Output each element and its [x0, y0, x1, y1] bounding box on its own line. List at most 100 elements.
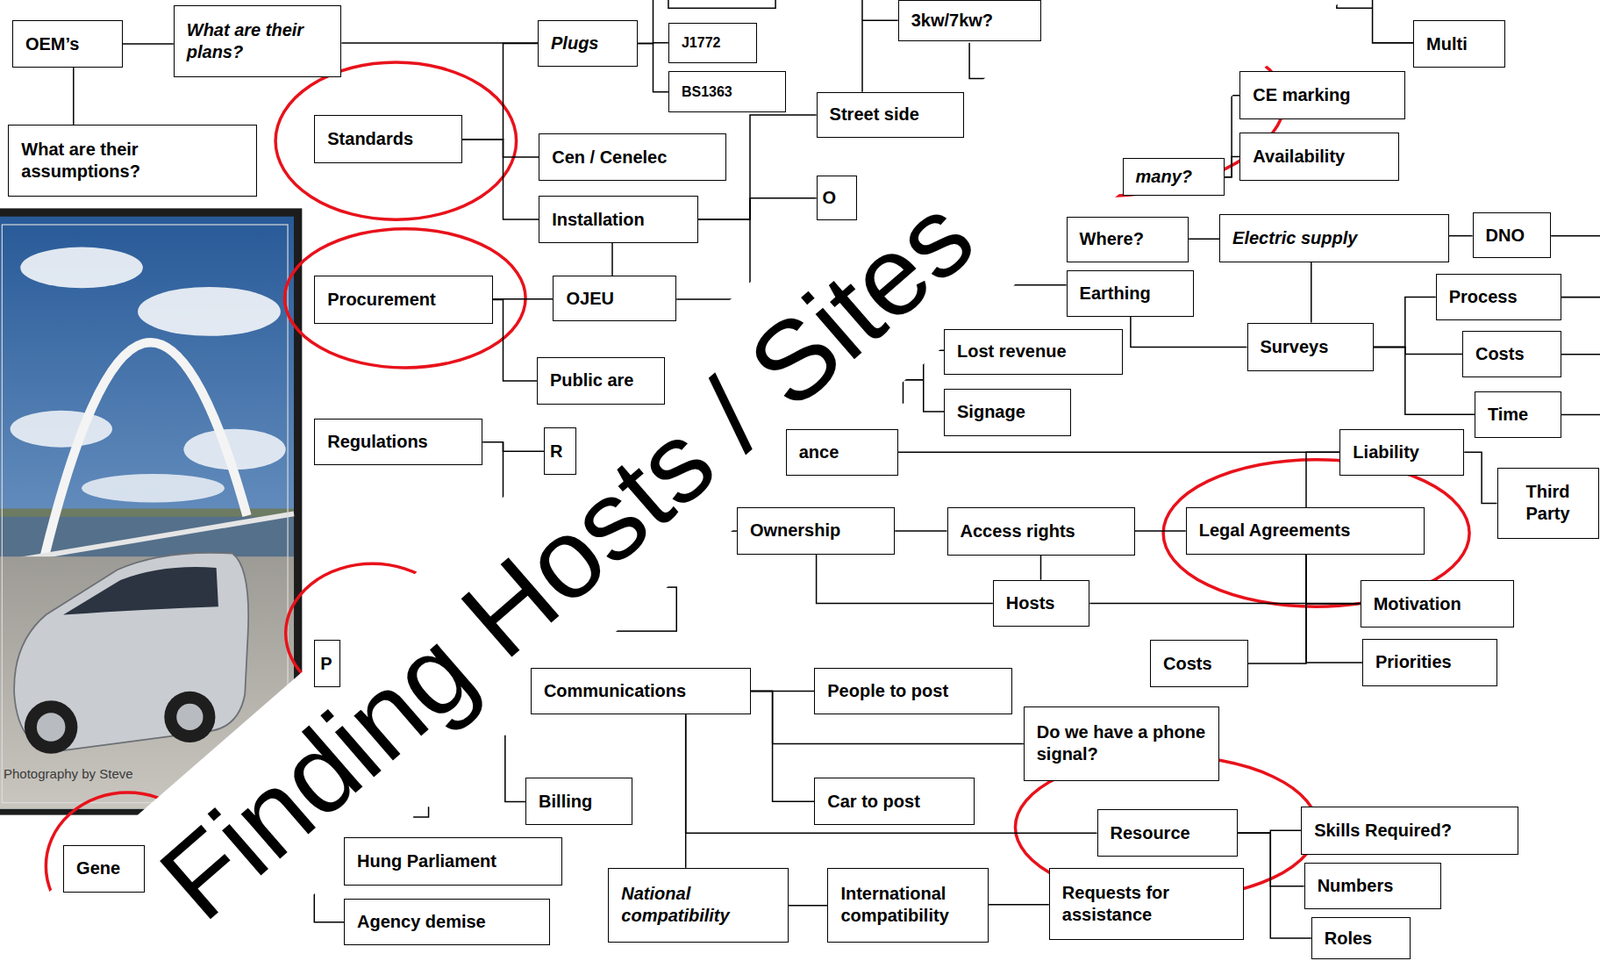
topic-text: Car to post	[827, 790, 921, 813]
connector	[637, 42, 669, 92]
connector	[788, 904, 829, 907]
topic-box: Procurement	[314, 275, 493, 324]
topic-box: Legal Agreements	[1185, 507, 1425, 555]
topic-text: 3kw/7kw?	[911, 9, 993, 32]
connector	[1248, 554, 1307, 665]
connector	[685, 714, 687, 868]
topic-text: Agency demise	[357, 910, 486, 933]
topic-box: Do we have a phone signal?	[1023, 706, 1220, 781]
topic-text: Legal Agreements	[1199, 519, 1351, 542]
topic-text: Requests for assistance	[1062, 881, 1231, 926]
connector	[1040, 555, 1043, 580]
topic-box: Communications	[530, 667, 751, 715]
topic-box: Plugs	[537, 20, 638, 66]
stub-line	[505, 735, 526, 802]
bridge-deck	[20, 513, 294, 559]
cloud	[20, 247, 143, 289]
topic-box: What are their plans?	[173, 5, 343, 79]
topic-box: Third Party	[1497, 467, 1600, 539]
car-wheel	[164, 691, 215, 743]
topic-box: Skills Required?	[1300, 806, 1519, 855]
topic-text: OEM’s	[25, 33, 80, 56]
topic-text: What are their plans?	[186, 19, 329, 64]
topic-box: O	[816, 175, 858, 221]
topic-box: OJEU	[552, 275, 677, 322]
topic-box: Public are	[536, 357, 666, 405]
topic-text: Street side	[829, 103, 920, 126]
connector	[611, 242, 614, 276]
topic-box: People to post	[814, 667, 1013, 715]
topic-text: Costs	[1163, 652, 1213, 675]
topic-box: DNO	[1472, 212, 1552, 258]
connector	[1224, 157, 1241, 178]
topic-box: International compatibility	[827, 867, 988, 943]
connector	[898, 451, 1341, 454]
topic-box: Earthing	[1066, 270, 1194, 316]
topic-text: Roles	[1324, 927, 1372, 950]
topic-text: Installation	[551, 208, 645, 231]
connector	[1224, 95, 1241, 178]
cloud	[81, 473, 225, 503]
topic-box: Priorities	[1362, 638, 1498, 686]
connector	[1449, 235, 1473, 237]
topic-text: OJEU	[565, 287, 614, 310]
topic-text: Public are	[550, 369, 635, 392]
topic-text: many?	[1135, 165, 1193, 188]
topic-text: Cen / Cenelec	[551, 146, 667, 169]
topic-text: Plugs	[550, 32, 599, 55]
topic-text: Time	[1487, 403, 1529, 426]
topic-text: Access rights	[960, 520, 1076, 543]
connector	[482, 442, 544, 452]
car-hub	[36, 712, 66, 742]
connector	[1306, 451, 1340, 508]
car-body	[14, 552, 249, 750]
stub-line	[413, 806, 429, 817]
topic-box: Roles	[1311, 916, 1411, 960]
connector	[462, 139, 539, 220]
topic-box: Time	[1474, 391, 1562, 439]
topic-text: Gene	[76, 857, 121, 879]
topic-box: Costs	[1150, 639, 1249, 687]
topic-text: International compatibility	[840, 882, 975, 927]
topic-box: Street side	[816, 92, 965, 138]
topic-text: Process	[1449, 285, 1518, 308]
topic-text: Availability	[1252, 145, 1345, 168]
topic-box: Costs	[1462, 330, 1562, 379]
connector	[1373, 297, 1436, 348]
topic-text: P	[320, 652, 332, 675]
topic-text: J1772	[681, 34, 722, 52]
topic-box: Availability	[1239, 132, 1399, 181]
topic-box: Lost revenue	[943, 328, 1123, 375]
topic-box: Process	[1435, 273, 1562, 322]
connector	[1089, 602, 1360, 605]
topic-box: Agency demise	[343, 898, 550, 946]
topic-box: Hung Parliament	[343, 836, 563, 886]
car-hub	[176, 703, 203, 730]
topic-text: ance	[799, 441, 840, 464]
topic-box: ance	[785, 428, 899, 477]
topic-box: Installation	[538, 195, 698, 243]
connector	[1130, 316, 1248, 348]
topic-text: Motivation	[1373, 592, 1462, 615]
connector	[862, 20, 899, 92]
car-wheel	[24, 700, 78, 754]
topic-text: Signage	[957, 400, 1026, 423]
highlight-ring	[275, 62, 517, 220]
topic-box: Multi	[1413, 20, 1506, 68]
topic-box: Numbers	[1304, 862, 1442, 910]
topic-text: Do we have a phone signal?	[1036, 721, 1207, 765]
topic-box: Gene	[63, 844, 145, 893]
topic-text: National compatibility	[621, 882, 776, 927]
topic-text: Surveys	[1260, 335, 1329, 358]
connector	[1188, 237, 1220, 240]
topic-text: Priorities	[1375, 650, 1452, 673]
connector	[492, 299, 537, 381]
topic-text: Procurement	[327, 288, 436, 311]
topic-box: Car to post	[814, 777, 975, 825]
topic-box: National compatibility	[607, 867, 789, 943]
topic-text: Numbers	[1317, 874, 1394, 897]
topic-box: Standards	[314, 114, 463, 164]
topic-text: Ownership	[750, 519, 841, 542]
topic-text: Lost revenue	[957, 340, 1066, 363]
